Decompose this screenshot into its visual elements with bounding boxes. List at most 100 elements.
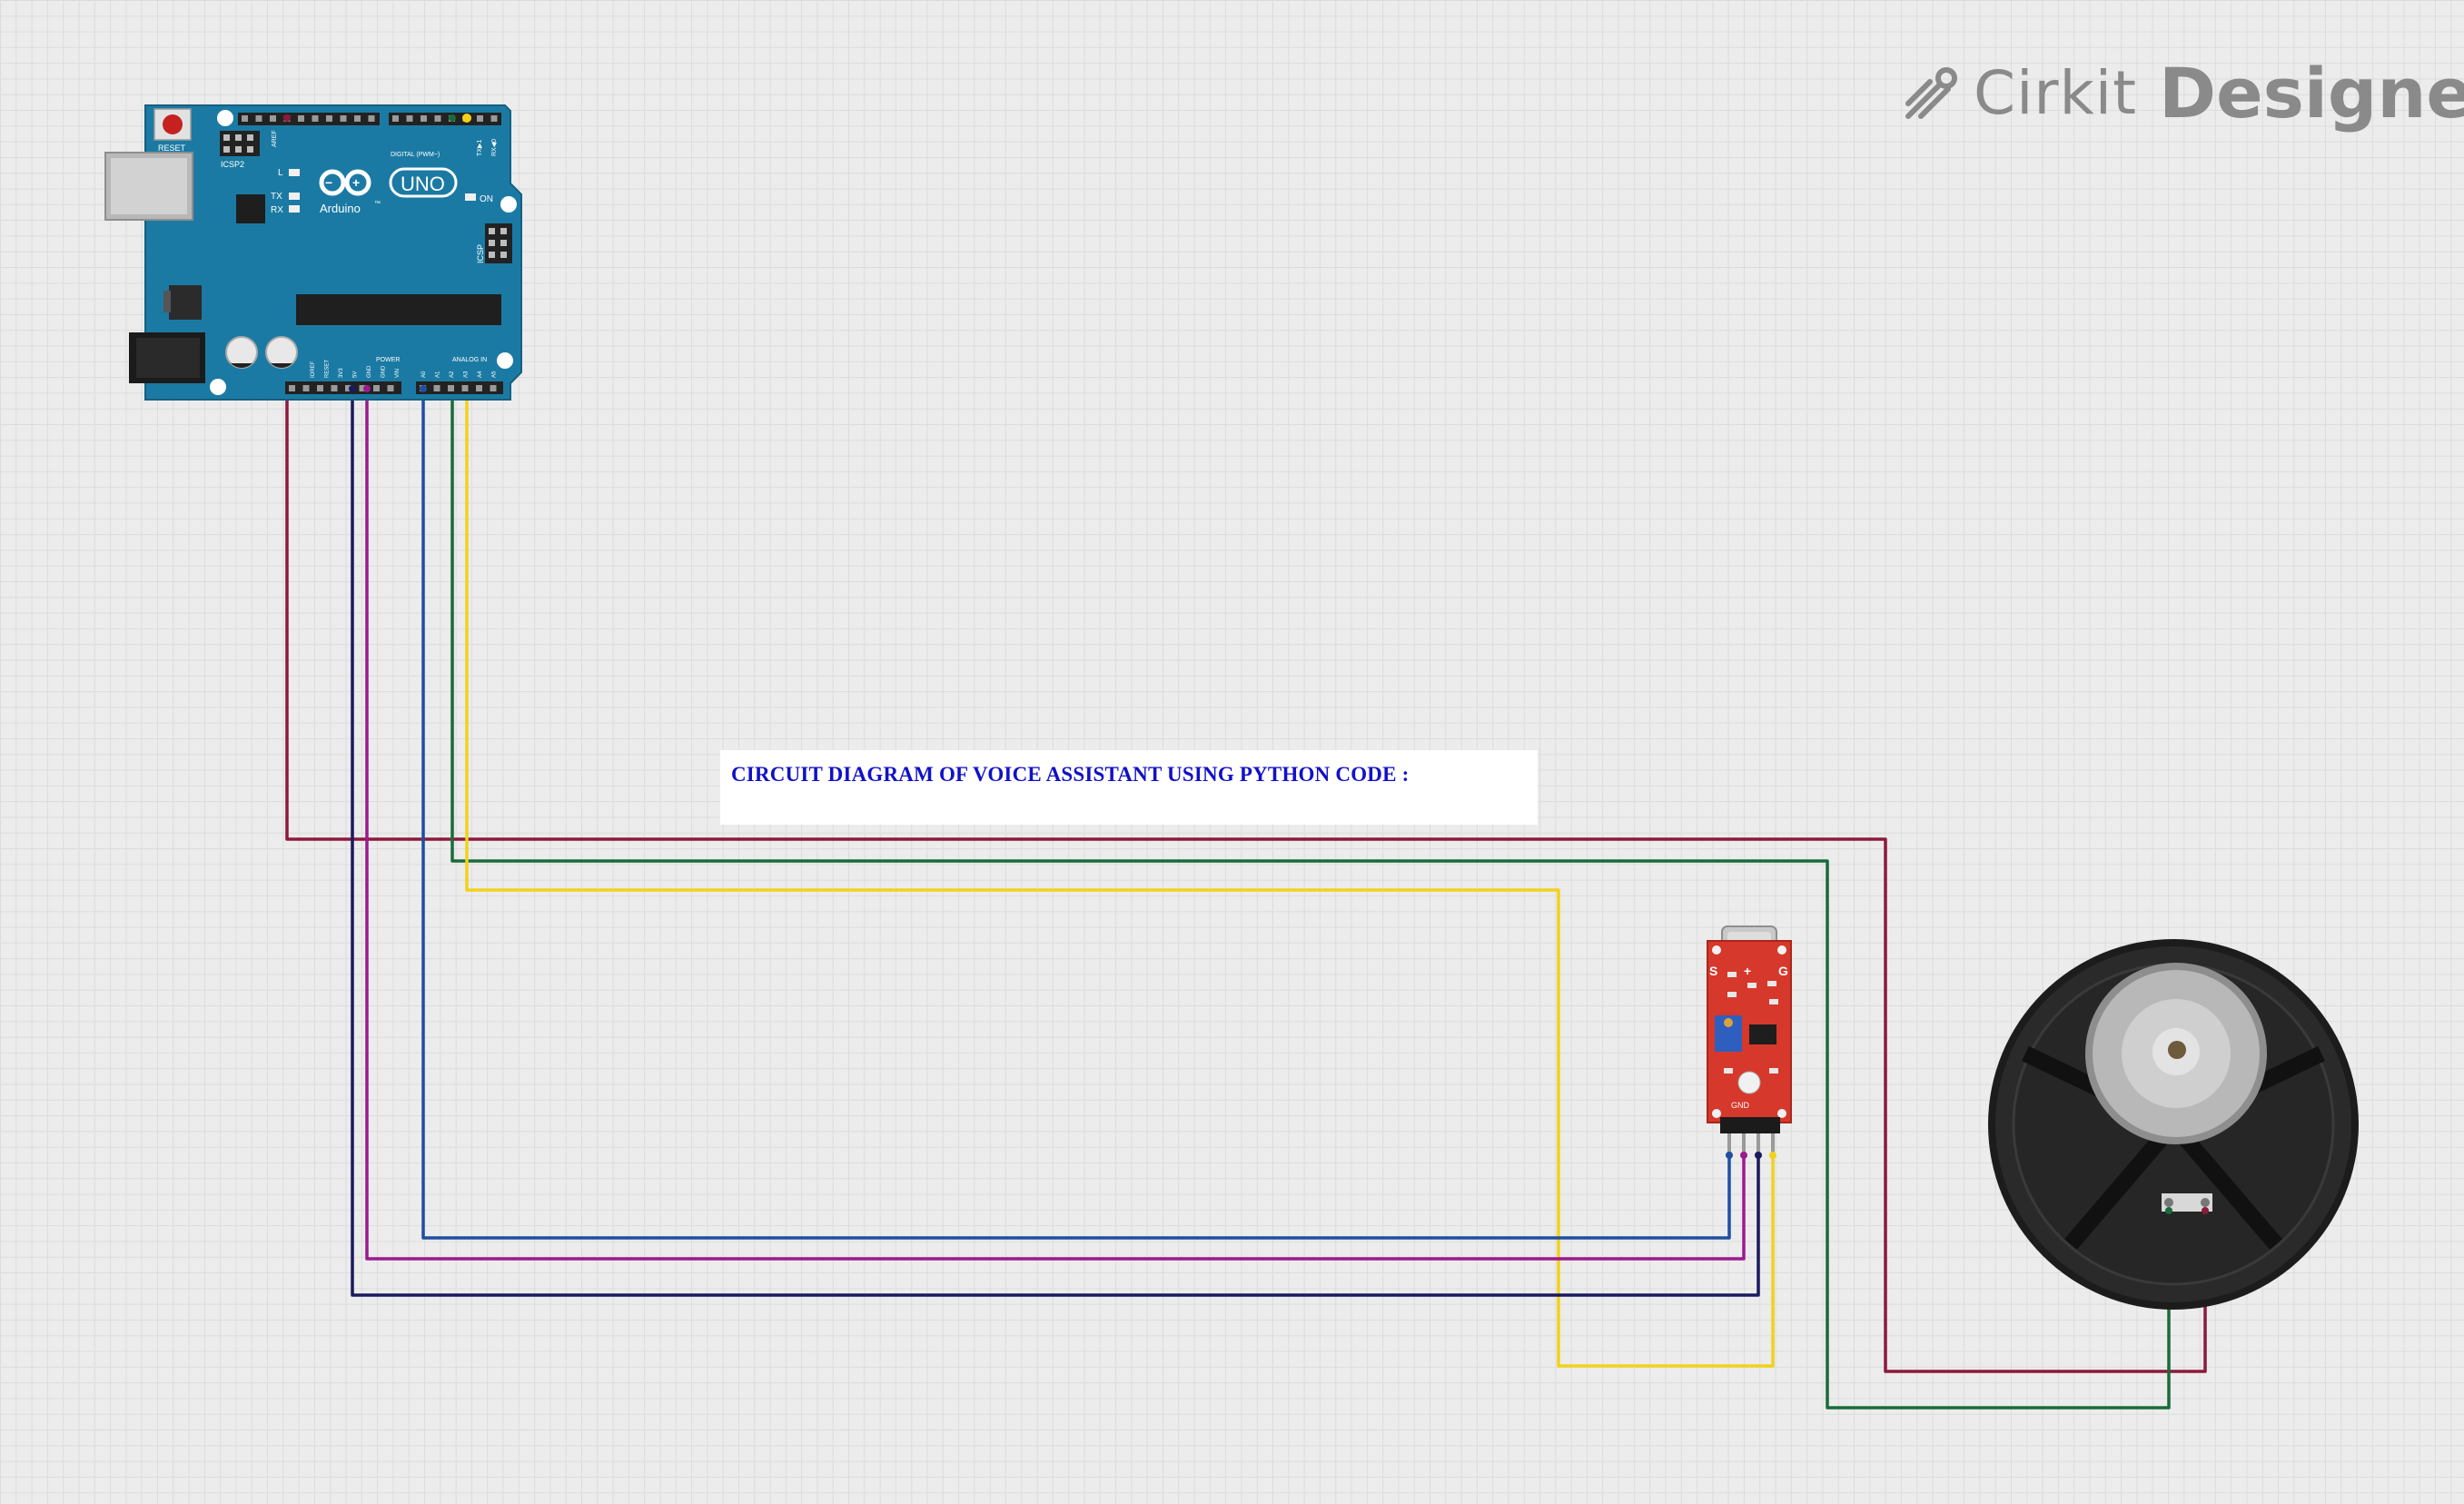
led-tx-label: TX	[271, 192, 282, 202]
atmega328-chip	[296, 294, 501, 325]
header-pin[interactable]	[477, 115, 483, 122]
icsp2-header	[220, 131, 260, 156]
arduino-pcb	[144, 104, 522, 401]
header-pin[interactable]	[434, 115, 441, 122]
header-pin[interactable]	[270, 115, 276, 122]
header-pin[interactable]	[490, 385, 497, 391]
sensor-pin-header	[1720, 1117, 1780, 1133]
wire-magenta-arduino-to-sensor[interactable]	[365, 389, 1746, 1261]
power-label: POWER	[376, 357, 400, 363]
power-header	[285, 381, 401, 394]
sensor-endpoint-yellow	[1769, 1152, 1776, 1159]
mounting-hole	[497, 352, 513, 369]
icsp-header	[485, 223, 512, 263]
wires	[285, 118, 2207, 1410]
aref-label: AREF	[272, 130, 278, 147]
wire-yellow-arduino-to-sensor[interactable]	[465, 118, 1775, 1368]
sensor-endpoint-blue	[1726, 1152, 1733, 1159]
speaker-terminals	[2162, 1193, 2212, 1212]
header-pin[interactable]	[368, 115, 375, 122]
led-l	[289, 169, 300, 176]
header-pin[interactable]	[302, 385, 310, 391]
power-pin-label: IOREF	[311, 361, 316, 378]
analog-pin-label: A5	[492, 371, 498, 378]
annotation-box[interactable]: CIRCUIT DIAGRAM OF VOICE ASSISTANT USING…	[720, 750, 1538, 825]
wire-red-arduino-to-speaker[interactable]	[285, 118, 2207, 1373]
header-pin[interactable]	[289, 385, 295, 391]
led-l-label: L	[278, 168, 283, 178]
arduino-uno-board[interactable]: RESET ICSP2 L TX RX	[104, 104, 522, 401]
bottom-pins	[289, 385, 497, 391]
icsp2-label: ICSP2	[221, 160, 244, 169]
icsp-label: ICSP	[476, 244, 485, 263]
header-pin[interactable]	[326, 115, 332, 122]
header-pin[interactable]	[354, 115, 361, 122]
usb-interface-chip	[236, 194, 265, 223]
uno-label: UNO	[401, 173, 445, 195]
led-tx	[289, 193, 300, 200]
cirkit-logo-icon	[1905, 67, 1957, 119]
header-pin[interactable]	[448, 385, 454, 391]
power-pin-label: RESET	[325, 360, 331, 378]
wire-blue-arduino-to-sensor[interactable]	[421, 389, 1731, 1240]
sound-sensor-module[interactable]: S + G GND	[1707, 925, 1792, 1159]
speaker-endpoint-red	[2202, 1207, 2209, 1214]
header-pin[interactable]	[312, 115, 319, 122]
header-pin[interactable]	[359, 385, 366, 391]
sensor-endpoint-magenta	[1740, 1152, 1747, 1159]
reset-label: RESET	[158, 143, 186, 153]
header-pin[interactable]	[373, 385, 380, 391]
header-pin[interactable]	[345, 385, 351, 391]
speaker-center-hole	[2168, 1041, 2186, 1059]
header-pin[interactable]	[298, 115, 304, 122]
power-pin-label: GND	[381, 365, 387, 378]
wire-navy-arduino-to-sensor[interactable]	[351, 389, 1760, 1297]
power-pin-label: 3V3	[339, 368, 344, 378]
sensor-s-label: S	[1709, 964, 1717, 978]
header-pin[interactable]	[461, 385, 469, 391]
analog-pin-label: A4	[478, 371, 483, 378]
wire-green-arduino-to-speaker[interactable]	[450, 118, 2171, 1410]
cirkit-designer-logo: Cirkit Designer	[1903, 47, 2464, 138]
analog-pin-label: A0	[421, 371, 427, 378]
header-pin[interactable]	[317, 385, 323, 391]
header-pin[interactable]	[421, 115, 427, 122]
power-pin-label: VIN	[395, 369, 401, 378]
header-pin[interactable]	[242, 115, 248, 122]
comparator-chip	[1749, 1024, 1776, 1044]
capacitor	[225, 336, 258, 369]
led-rx	[289, 205, 300, 213]
header-pin[interactable]	[340, 115, 347, 122]
header-pin[interactable]	[433, 385, 440, 391]
speaker-endpoint-green	[2165, 1207, 2172, 1214]
arduino-logo	[319, 169, 371, 196]
analog-pin-label: A2	[450, 371, 455, 378]
sensor-endpoint-navy	[1755, 1152, 1762, 1159]
sensor-plus-label: +	[1744, 964, 1751, 978]
power-pin-label: 5V	[353, 371, 359, 378]
mounting-hole	[217, 110, 233, 126]
mounting-hole	[500, 196, 517, 213]
header-pin[interactable]	[406, 115, 413, 122]
brand-name-cirkit: Cirkit	[1974, 57, 2137, 128]
trademark-symbol: ™	[374, 201, 381, 207]
analog-pin-label: A1	[436, 371, 441, 378]
header-pin[interactable]	[392, 115, 399, 122]
arduino-wire-endpoints	[283, 114, 471, 392]
header-pin[interactable]	[490, 115, 498, 122]
header-pin[interactable]	[387, 385, 394, 391]
arduino-brand-label: Arduino	[320, 202, 361, 215]
rx-pin-label: RX◀0	[491, 139, 498, 156]
speaker[interactable]	[1988, 939, 2359, 1310]
tx-pin-label: TX▶1	[477, 140, 483, 156]
led-rx-label: RX	[271, 205, 283, 215]
header-pin[interactable]	[331, 385, 338, 391]
header-pin[interactable]	[476, 385, 482, 391]
header-pin[interactable]	[255, 115, 262, 122]
sensor-gnd-label: GND	[1731, 1101, 1750, 1110]
led-on	[465, 193, 476, 201]
sensor-led	[1737, 1071, 1761, 1094]
svg-text:+: +	[352, 175, 360, 190]
